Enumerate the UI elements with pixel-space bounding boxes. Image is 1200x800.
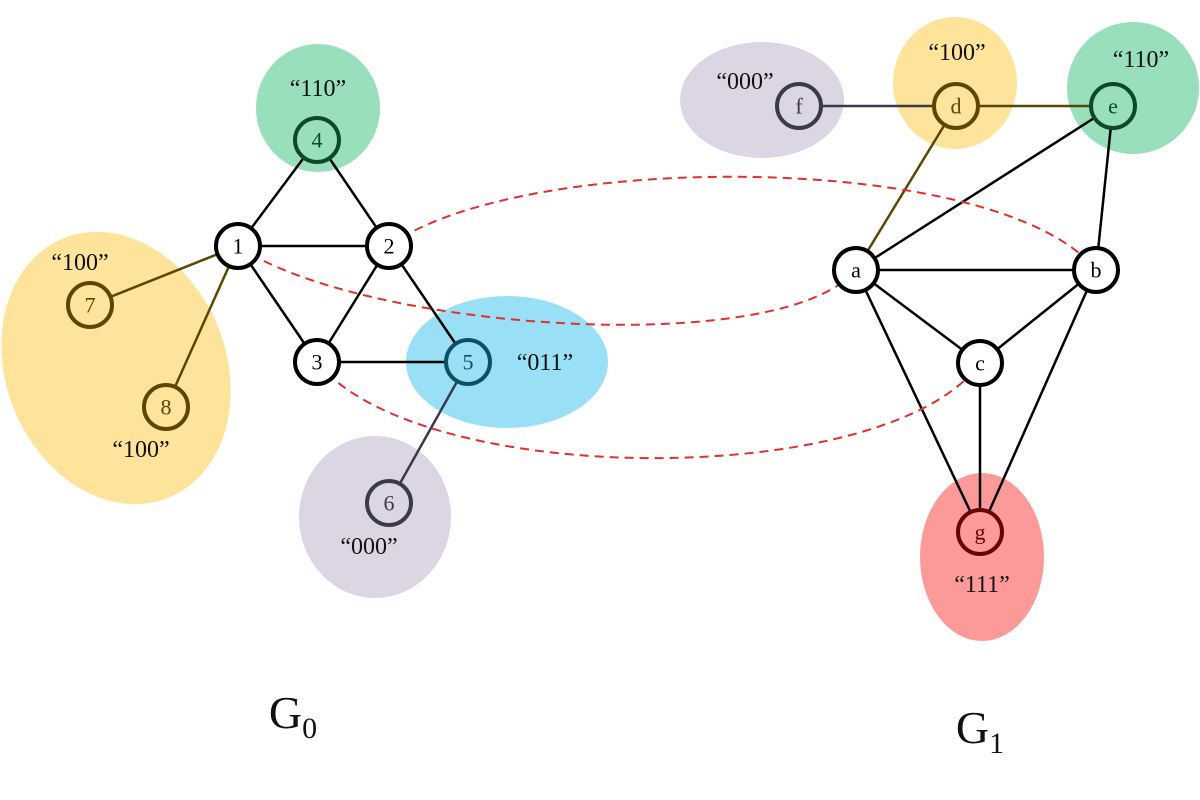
mapping-edge-1-a	[237, 245, 857, 326]
g0-code-label-8: “100”	[112, 437, 169, 463]
g0-edge-1-7	[89, 244, 239, 307]
g0-node-circle-5	[444, 338, 492, 386]
g0-edge-5-6	[387, 361, 470, 504]
g0-region-green-4	[256, 44, 380, 172]
mapping-edge-2-b	[388, 175, 1097, 271]
g0-edge-1-8	[164, 245, 240, 408]
g1-node-a: a	[832, 246, 880, 294]
g0-node-circle-7	[66, 281, 114, 329]
g1-node-label-e: e	[1108, 94, 1118, 119]
g0-node-1: 1	[214, 222, 262, 270]
g0-node-6: 6	[365, 479, 413, 527]
g1-node-circle-e	[1089, 82, 1137, 130]
g1-node-label-c: c	[975, 351, 985, 376]
g0-code-label-4: “110”	[290, 76, 346, 102]
g1-edge-a-c	[855, 269, 981, 364]
g0-node-8: 8	[142, 383, 190, 431]
g0-node-label-3: 3	[312, 350, 323, 375]
g1-node-label-f: f	[795, 94, 803, 119]
g1-node-c: c	[956, 339, 1004, 387]
g1-node-g: g	[956, 508, 1004, 556]
g0-node-label-7: 7	[85, 293, 96, 318]
g0-title-subscript: 0	[302, 712, 317, 745]
g0-node-2: 2	[365, 222, 413, 270]
g1-node-label-b: b	[1091, 258, 1102, 283]
g1-title: G1	[956, 702, 1004, 760]
mapping-edges	[237, 175, 1097, 460]
g1-code-label-e: “110”	[1113, 47, 1169, 73]
g1-edge-a-g	[854, 269, 982, 533]
g0-node-label-5: 5	[463, 350, 474, 375]
g0-code-label-7: “100”	[51, 250, 108, 276]
g0-node-4: 4	[293, 116, 341, 164]
g0-node-circle-6	[365, 479, 413, 527]
g0-node-label-1: 1	[233, 234, 244, 259]
g1-node-d: d	[932, 82, 980, 130]
g0-node-circle-3	[293, 338, 341, 386]
g0-node-label-2: 2	[384, 234, 395, 259]
g0-title: G0	[269, 687, 317, 745]
g1-node-e: e	[1089, 82, 1137, 130]
g0-node-label-4: 4	[312, 128, 323, 153]
g1-node-circle-c	[956, 339, 1004, 387]
g1-node-circle-d	[932, 82, 980, 130]
g0-node-circle-2	[365, 222, 413, 270]
g0-code-label-5: “011”	[517, 350, 573, 376]
graph-edges	[89, 104, 1115, 533]
g0-node-circle-4	[293, 116, 341, 164]
g1-edge-a-d	[854, 105, 958, 271]
g0-node-5: 5	[444, 338, 492, 386]
g1-edge-a-e	[855, 104, 1114, 272]
g1-node-label-g: g	[975, 520, 986, 545]
g1-node-circle-b	[1072, 246, 1120, 294]
g0-node-7: 7	[66, 281, 114, 329]
g1-code-label-f: “000”	[716, 69, 773, 95]
graph-titles: G0 G1	[269, 687, 1004, 760]
highlight-regions	[1, 17, 1199, 641]
g1-node-b: b	[1072, 246, 1120, 294]
g0-code-label-6: “000”	[340, 534, 397, 560]
g1-node-label-a: a	[851, 258, 861, 283]
g0-node-3: 3	[293, 338, 341, 386]
g1-node-circle-a	[832, 246, 880, 294]
g0-region-blue-5	[406, 296, 608, 428]
g1-region-red-g	[920, 473, 1044, 641]
g1-code-label-g: “111”	[954, 572, 1010, 598]
g1-code-label-d: “100”	[928, 40, 985, 66]
g0-region-yellow-7	[1, 231, 231, 505]
g1-edge-b-e	[1094, 105, 1115, 271]
code-labels: “110” “100” “100” “011” “000” “000” “100” “110”…	[51, 40, 1169, 598]
g0-node-circle-1	[214, 222, 262, 270]
g1-node-circle-f	[775, 82, 823, 130]
mapping-edge-3-c	[316, 361, 981, 460]
g1-node-label-d: d	[951, 94, 962, 119]
g1-edge-b-c	[979, 269, 1097, 364]
g1-node-f: f	[775, 82, 823, 130]
graph-nodes: 1 2 3 4 5 6 7 8 a b c d e f g	[66, 82, 1137, 556]
g0-node-circle-8	[142, 383, 190, 431]
g0-node-label-8: 8	[161, 395, 172, 420]
g1-title-subscript: 1	[989, 727, 1004, 760]
g0-node-label-6: 6	[384, 491, 395, 516]
g1-edge-b-g	[978, 269, 1098, 533]
g1-region-green-e	[1067, 22, 1199, 154]
g1-node-circle-g	[956, 508, 1004, 556]
